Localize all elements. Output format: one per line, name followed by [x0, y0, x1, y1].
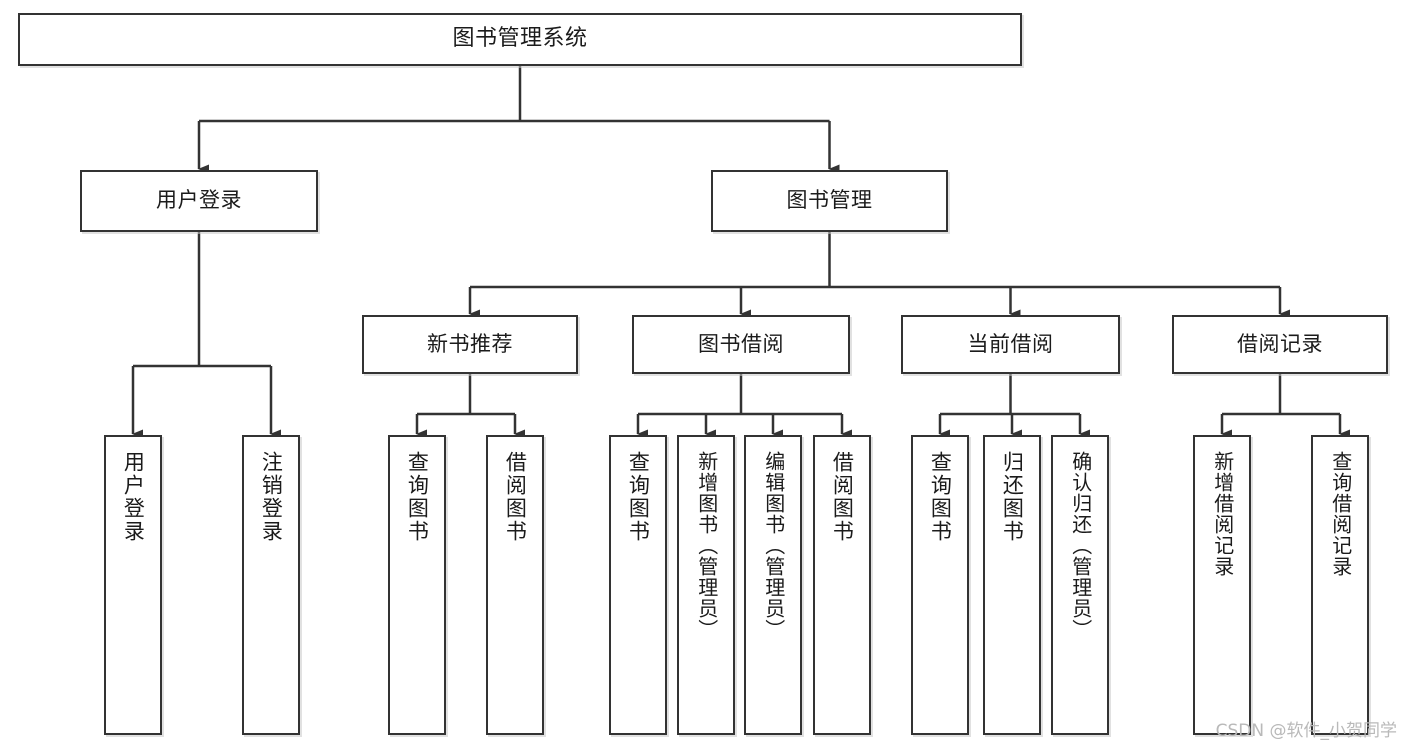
node-label: 新增图书（管理员） [694, 451, 719, 640]
node-book-borrow: 图书借阅 [632, 315, 850, 374]
node-label: 查询图书 [626, 451, 651, 543]
node-label: 当前借阅 [967, 331, 1054, 356]
node-label: 查询图书 [405, 451, 430, 543]
node-label: 编辑图书（管理员） [761, 451, 786, 640]
node-label: 注销登录 [259, 451, 284, 543]
node-label: 用户登录 [156, 188, 242, 213]
node-label: 查询借阅记录 [1328, 451, 1353, 577]
node-label: 借阅图书 [830, 451, 855, 543]
node-label: 查询图书 [928, 451, 953, 543]
node-leaf-query-book-1: 查询图书 [388, 435, 446, 735]
node-leaf-return-book: 归还图书 [983, 435, 1041, 735]
node-new-book-rec: 新书推荐 [362, 315, 578, 374]
node-label: 借阅图书 [503, 451, 528, 543]
node-leaf-borrow-book-1: 借阅图书 [486, 435, 544, 735]
node-leaf-add-book: 新增图书（管理员） [677, 435, 735, 735]
node-label: 图书管理系统 [452, 26, 588, 52]
node-leaf-confirm-return: 确认归还（管理员） [1051, 435, 1109, 735]
node-leaf-query-record: 查询借阅记录 [1311, 435, 1369, 735]
csdn-watermark: CSDN @软件_小贺同学 [1215, 721, 1397, 741]
node-leaf-add-record: 新增借阅记录 [1193, 435, 1251, 735]
node-label: 新增借阅记录 [1210, 451, 1235, 577]
node-current-borrow: 当前借阅 [901, 315, 1120, 374]
node-user-login: 用户登录 [80, 170, 318, 232]
node-borrow-record: 借阅记录 [1172, 315, 1388, 374]
node-leaf-user-logout: 注销登录 [242, 435, 300, 735]
node-label: 用户登录 [121, 451, 146, 543]
node-root: 图书管理系统 [18, 13, 1022, 66]
node-label: 归还图书 [1000, 451, 1025, 543]
node-leaf-query-book-2: 查询图书 [609, 435, 667, 735]
node-leaf-user-login: 用户登录 [104, 435, 162, 735]
node-leaf-query-book-3: 查询图书 [911, 435, 969, 735]
node-label: 借阅记录 [1237, 331, 1323, 356]
node-label: 图书借阅 [698, 331, 784, 356]
node-label: 确认归还（管理员） [1068, 451, 1093, 640]
node-leaf-borrow-book-2: 借阅图书 [813, 435, 871, 735]
node-label: 新书推荐 [427, 331, 513, 356]
node-book-manage: 图书管理 [711, 170, 948, 232]
node-leaf-edit-book: 编辑图书（管理员） [744, 435, 802, 735]
node-label: 图书管理 [786, 188, 873, 213]
